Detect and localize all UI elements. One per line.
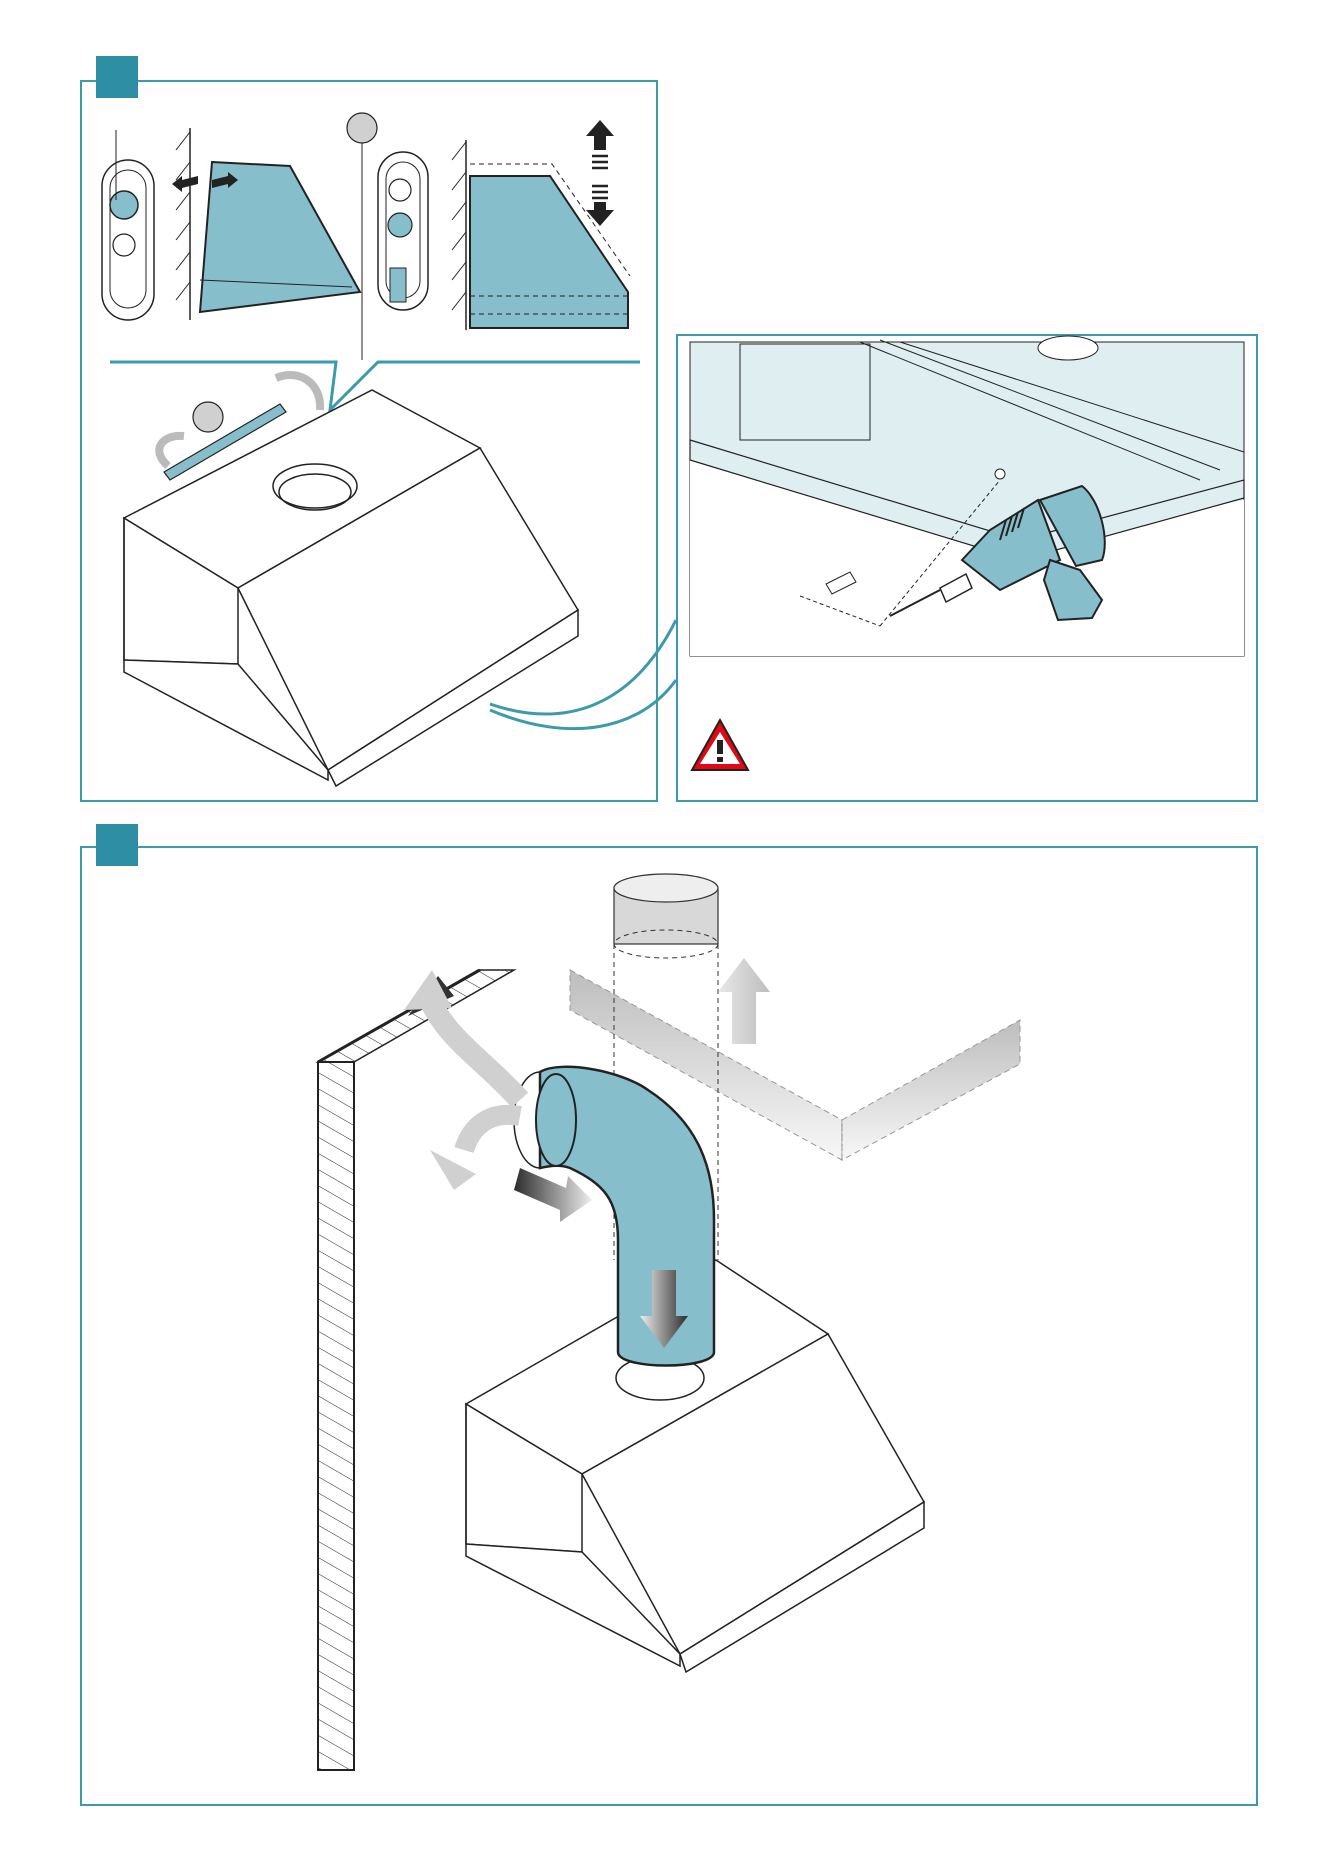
hook-detail-left <box>102 128 360 320</box>
arrow-up-grey <box>718 958 770 1044</box>
arrow-left-dark <box>514 1168 592 1222</box>
drill-scene <box>690 336 1244 656</box>
warning-triangle-icon <box>692 720 748 770</box>
wall-section <box>318 970 514 1770</box>
arrow-curved-grey-down <box>430 1115 520 1190</box>
range-hood-top-view <box>124 390 578 786</box>
hook-detail-right <box>347 113 630 360</box>
